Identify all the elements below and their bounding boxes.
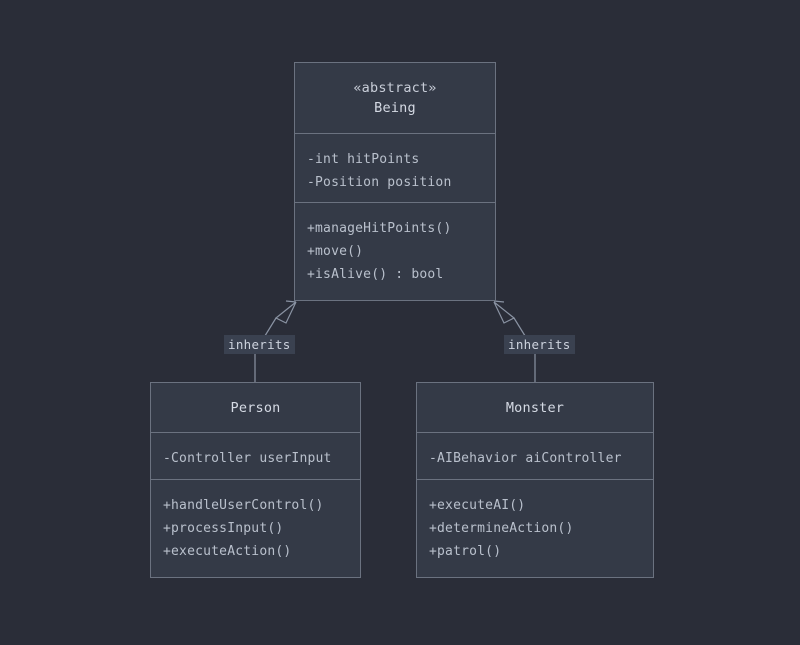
relationship-label-person-inherits: inherits	[224, 335, 295, 354]
arrowhead-base-right	[493, 300, 505, 303]
class-box-being[interactable]: «abstract» Being -int hitPoints -Positio…	[294, 62, 496, 301]
class-box-monster[interactable]: Monster -AIBehavior aiController +execut…	[416, 382, 654, 578]
operation-row: +executeAction()	[163, 544, 292, 559]
operation-row: +move()	[307, 244, 364, 259]
operation-row: +determineAction()	[429, 521, 574, 536]
attribute-row: -int hitPoints	[307, 152, 420, 167]
class-operations-person: +handleUserControl() +processInput() +ex…	[151, 479, 360, 577]
operation-row: +executeAI()	[429, 498, 526, 513]
class-attributes-person: -Controller userInput	[151, 432, 360, 479]
class-stereotype-being: «abstract»	[353, 80, 437, 96]
operation-row: +isAlive() : bool	[307, 267, 444, 282]
attribute-row: -Position position	[307, 175, 452, 190]
class-operations-being: +manageHitPoints() +move() +isAlive() : …	[295, 202, 495, 300]
class-name-monster: Monster	[505, 399, 565, 416]
operation-row: +processInput()	[163, 521, 284, 536]
generalization-arrowhead-left	[274, 301, 297, 324]
class-header-person: Person	[151, 383, 360, 432]
attribute-row: -AIBehavior aiController	[429, 451, 622, 466]
class-box-person[interactable]: Person -Controller userInput +handleUser…	[150, 382, 361, 578]
class-operations-monster: +executeAI() +determineAction() +patrol(…	[417, 479, 653, 577]
attribute-row: -Controller userInput	[163, 451, 332, 466]
operation-row: +handleUserControl()	[163, 498, 324, 513]
operation-row: +manageHitPoints()	[307, 221, 452, 236]
arrowhead-base-left	[285, 300, 297, 303]
generalization-arrowhead-right	[493, 301, 516, 324]
class-header-monster: Monster	[417, 383, 653, 432]
class-name-being: Being	[374, 100, 416, 116]
operation-row: +patrol()	[429, 544, 502, 559]
class-header-being: «abstract» Being	[295, 63, 495, 133]
class-name-person: Person	[230, 399, 281, 416]
relationship-label-monster-inherits: inherits	[504, 335, 575, 354]
class-attributes-being: -int hitPoints -Position position	[295, 133, 495, 202]
class-attributes-monster: -AIBehavior aiController	[417, 432, 653, 479]
